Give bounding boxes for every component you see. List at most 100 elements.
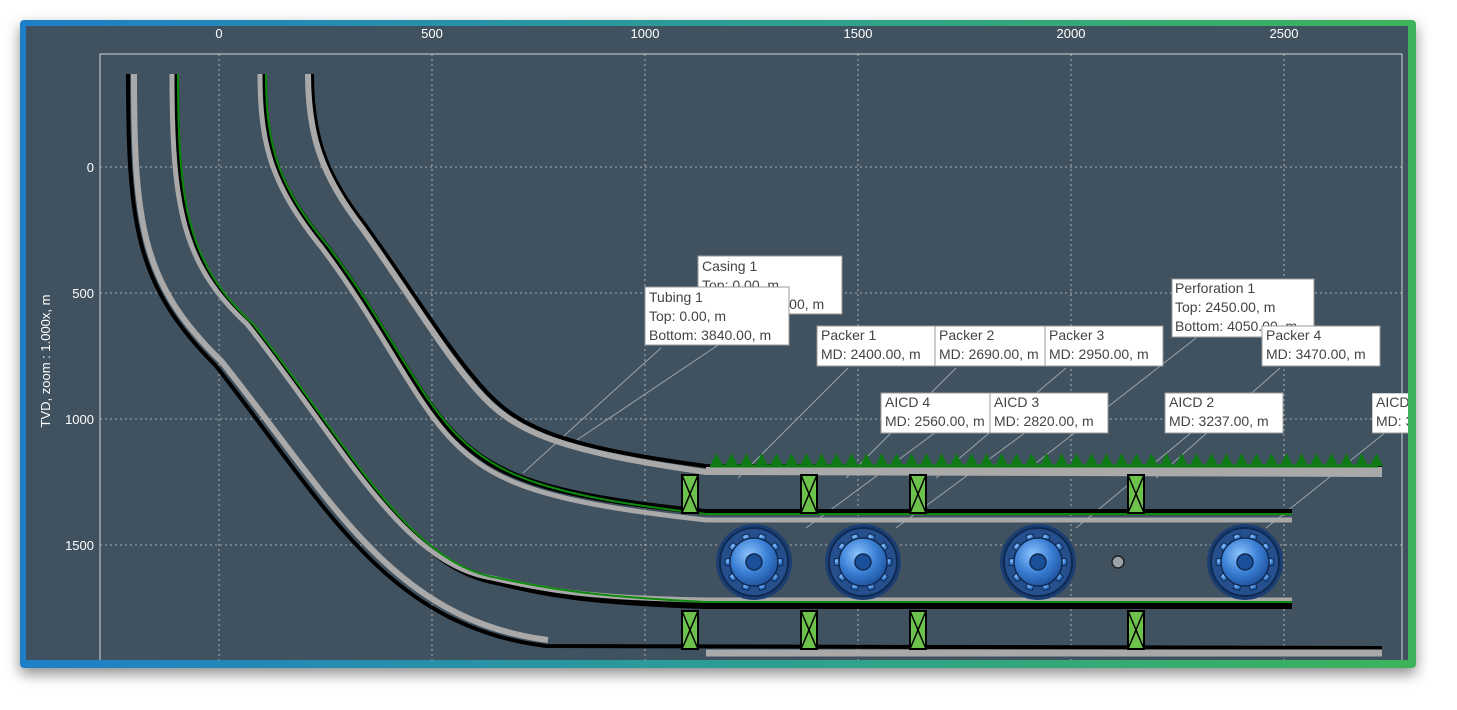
callout-packer4-line1: MD: 3470.00, m	[1266, 346, 1366, 362]
packer-3-top[interactable]	[909, 474, 927, 514]
perforation-triangle-13	[905, 453, 918, 466]
perforation-triangle-36	[1250, 453, 1263, 466]
perforation-triangle-17	[965, 453, 978, 466]
callout-packer2-box	[934, 325, 1054, 367]
gear-hub	[854, 553, 872, 571]
callout-packer4-title: Packer 4	[1266, 327, 1321, 343]
callout-aicd4[interactable]: AICD 4 MD: 2560.00, m	[880, 392, 1000, 434]
perforation-triangle-26	[1100, 453, 1113, 466]
perforation-triangle-14	[920, 453, 933, 466]
callout-aicd2-line1: MD: 3237.00, m	[1169, 413, 1269, 429]
perforation-triangle-43	[1355, 453, 1368, 466]
cross-line	[800, 474, 818, 514]
callout-packer4[interactable]: Packer 4 MD: 3470.00, m	[1261, 325, 1381, 367]
leader-packer1	[737, 367, 849, 479]
callout-aicd3[interactable]: AICD 3 MD: 2820.00, m	[989, 392, 1109, 434]
tubing-left-green	[177, 73, 1292, 603]
perforation-triangle-20	[1010, 453, 1023, 466]
packers	[681, 474, 1145, 650]
perforation-triangle-24	[1070, 453, 1083, 466]
perforation-triangle-11	[875, 453, 888, 466]
perforation-triangle-7	[815, 453, 828, 466]
callout-aicd1-line1: MD: 3700.00, m	[1376, 413, 1408, 429]
perforation-triangle-29	[1145, 453, 1158, 466]
gear-icon[interactable]	[825, 524, 901, 600]
perforation-triangle-34	[1220, 453, 1233, 466]
callout-packer1-box	[816, 325, 936, 367]
tubing-right-gray	[257, 73, 1292, 523]
perforation-triangle-30	[1160, 453, 1173, 466]
gear-icon[interactable]	[716, 524, 792, 600]
tubing-left-gray	[169, 73, 1292, 603]
perforation-triangles	[710, 453, 1383, 466]
perforation-triangle-25	[1085, 453, 1098, 466]
callout-aicd4-line1: MD: 2560.00, m	[885, 413, 985, 429]
perforation-triangle-8	[830, 453, 843, 466]
callout-packer3-title: Packer 3	[1049, 327, 1104, 343]
perforation-triangle-41	[1325, 453, 1338, 466]
packer-1-top[interactable]	[681, 474, 699, 514]
callout-aicd1-clip: AICD 1 MD: 3700.00, m	[1372, 393, 1408, 434]
perforation-triangle-15	[935, 453, 948, 466]
cross-line	[681, 474, 699, 514]
perforation-triangle-2	[740, 453, 753, 466]
x-tick-1000: 1000	[631, 26, 660, 41]
callout-aicd1[interactable]: AICD 1 MD: 3700.00, m	[1372, 393, 1408, 434]
x-tick-1500: 1500	[844, 26, 873, 41]
callout-packer3[interactable]: Packer 3 MD: 2950.00, m	[1044, 325, 1164, 367]
callout-packer1[interactable]: Packer 1 MD: 2400.00, m	[816, 325, 936, 367]
callout-aicd1-title: AICD 1	[1376, 394, 1408, 410]
packer-4-bottom[interactable]	[1127, 610, 1145, 650]
perforation-triangle-6	[800, 453, 813, 466]
x-tick-0: 0	[215, 26, 222, 41]
packer-4-top[interactable]	[1127, 474, 1145, 514]
y-tick-1000: 1000	[65, 412, 94, 427]
perforation-triangle-32	[1190, 453, 1203, 466]
callout-packer3-line1: MD: 2950.00, m	[1049, 346, 1149, 362]
callout-packer2[interactable]: Packer 2 MD: 2690.00, m	[934, 325, 1054, 367]
gear-icon[interactable]	[1000, 524, 1076, 600]
callout-aicd2-box	[1164, 392, 1284, 434]
packer-3-bottom[interactable]	[909, 610, 927, 650]
callout-aicd4-box	[880, 392, 1000, 434]
callout-packer4-box	[1261, 325, 1381, 367]
callout-packer1-title: Packer 1	[821, 327, 876, 343]
cross-line	[909, 474, 927, 514]
x-tick-500: 500	[421, 26, 443, 41]
perforation-triangle-22	[1040, 453, 1053, 466]
callout-tubing[interactable]: Tubing 1 Top: 0.00, m Bottom: 3840.00, m	[644, 286, 790, 346]
packer-1-bottom[interactable]	[681, 610, 699, 650]
perforation-triangle-12	[890, 453, 903, 466]
callout-aicd2[interactable]: AICD 2 MD: 3237.00, m	[1164, 392, 1284, 434]
well-schematic-panel[interactable]: 0 500 1000 1500 2000 2500 0 500 1000 150…	[26, 26, 1408, 660]
callout-casing-title: Casing 1	[702, 258, 757, 274]
callout-aicd1-box	[1372, 393, 1408, 434]
perforation-triangle-35	[1235, 453, 1248, 466]
window-frame: 0 500 1000 1500 2000 2500 0 500 1000 150…	[20, 20, 1416, 668]
cross-line	[681, 610, 699, 650]
sensor-dot[interactable]	[1111, 555, 1125, 569]
callout-perforation-title: Perforation 1	[1175, 280, 1255, 296]
callout-aicd3-box	[989, 392, 1109, 434]
perforation-triangle-39	[1295, 453, 1308, 466]
perforation-triangle-5	[785, 453, 798, 466]
perforation-triangle-33	[1205, 453, 1218, 466]
gear-icon[interactable]	[1207, 524, 1283, 600]
casing-outer-left-black	[126, 73, 1383, 650]
tubing-right-green	[265, 73, 1292, 515]
perforation-triangle-3	[755, 453, 768, 466]
callout-aicd3-title: AICD 3	[994, 394, 1039, 410]
y-tick-500: 500	[72, 286, 94, 301]
y-tick-1500: 1500	[65, 538, 94, 553]
packer-2-bottom[interactable]	[800, 610, 818, 650]
perforation-triangle-1	[725, 453, 738, 466]
y-tick-0: 0	[87, 160, 94, 175]
gear-hub	[1236, 553, 1254, 571]
callout-aicd2-title: AICD 2	[1169, 394, 1214, 410]
x-tick-2000: 2000	[1057, 26, 1086, 41]
callout-tubing-title: Tubing 1	[649, 289, 703, 305]
leader-perforation	[1035, 337, 1197, 464]
packer-2-top[interactable]	[800, 474, 818, 514]
perforation-triangle-40	[1310, 453, 1323, 466]
callout-perforation-line1: Top: 2450.00, m	[1175, 299, 1275, 315]
